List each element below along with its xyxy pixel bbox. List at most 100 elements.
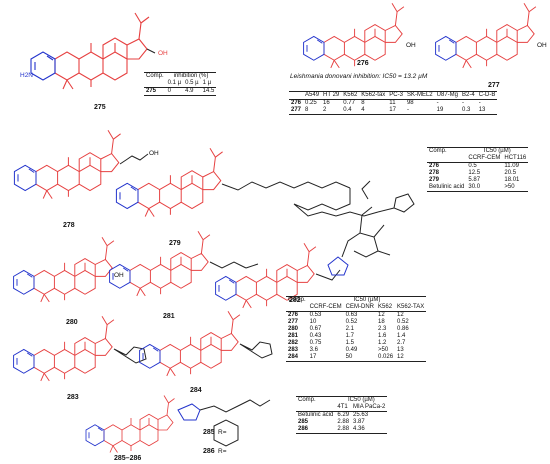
compound-278-structure [13,129,149,200]
table-header [289,91,304,100]
compound-281-structure [109,230,259,297]
table-cell: 285 [298,419,309,425]
table-cell: 2.7 [397,340,406,346]
table-cell: 8 [303,107,322,115]
table-cell: 10 [309,319,317,325]
table-header: Comp. [296,396,336,404]
table-cell: 284 [286,354,308,362]
table-subheader: CCRF-CEM [309,304,342,310]
table-cell: >50 [378,347,389,353]
table-header: K562-tax [359,91,388,100]
table-cell: 0.53 [307,311,344,319]
table-cell: 286 [296,426,336,434]
table-cell: 30.0 [466,184,503,192]
table-cell: 4 [359,107,388,115]
table-cell: 2.1 [345,326,355,332]
table-cell: 25.63 [351,411,388,419]
compound-283-structure [13,315,147,382]
table-cell: 11.09 [502,162,529,170]
atom-label-h2n: H2N [20,72,34,79]
table-header: SK-MEL2 [404,91,435,100]
triazole-cinnamyl-moiety [177,399,271,447]
table-subheader: HCT116 [504,155,527,161]
compound-label-277: 277 [488,82,500,89]
sugar-triazole-moiety [327,180,391,276]
table-cell: 3.87 [353,419,365,425]
table-header: IC50 (µM) [307,296,427,304]
table-subheader: 4T1 [337,404,348,410]
table-subheader: 0.1 µ [167,80,182,86]
table-cell: 4.36 [351,426,388,434]
compound-label-283: 283 [67,394,79,401]
table-cell: 5.87 [468,177,481,183]
table-cell: 1.4 [397,333,406,339]
table-cell: 1.7 [345,333,355,339]
table-cell: 13 [397,347,404,353]
table-cell: 14.5 [200,87,217,96]
table-header: IC50 (µM) [466,147,529,155]
table-header: Comp. [427,147,467,155]
table-cell: 16 [321,99,342,107]
table-cell: 276 [286,311,308,319]
table-header: C-D-B [476,91,498,100]
table-cell: 1.5 [345,340,355,346]
compound-label-286: 286 [203,448,215,455]
atom-label-oh: OH [537,42,547,49]
table-subheader: K562 [378,304,393,310]
table-cell: 276 [289,99,304,107]
table-subheader: 1 µ [202,80,212,86]
table-cell: 0.52 [397,319,409,325]
table-cell: 0.49 [345,347,358,353]
compound-label-279: 279 [169,240,181,247]
table-cell: - [460,99,477,107]
table-cell: 11 [387,99,405,107]
table-cell: 277 [288,319,299,325]
compound-282-structure [215,242,341,309]
table-cell: 2.88 [337,419,350,425]
table-header: PC-3 [387,91,405,100]
table-cell: 18.01 [504,177,520,183]
compound-284-structure [139,310,273,377]
table-cell: 0.5 [466,162,503,170]
table-cell: 0.3 [460,107,477,115]
table-cell: 12 [376,311,396,319]
table-cell: 17 [307,354,344,362]
table-cell: 0.25 [303,99,322,107]
table-cell: >50 [502,184,529,192]
table-subheader: 0.5 µ [185,80,199,86]
table-cell: 50 [343,354,377,362]
table-cell: 13 [476,107,498,115]
table-cell: - [476,99,498,107]
leishmania-note: Leishmania donovani inhibition: IC50 = 1… [290,73,428,80]
table-cell: 0.67 [309,326,322,332]
compound-279-structure [115,147,415,218]
table-cell: 3.6 [309,347,319,353]
table-cell: 283 [288,347,299,353]
table-cell: 0.77 [341,99,360,107]
table-cell: 0.43 [309,333,322,339]
r-label-285: R= [218,429,227,436]
table-cell: 19 [434,107,460,115]
table-cell: 278 [429,170,440,176]
table-cell: 0 [165,87,184,96]
table-cell: 281 [288,333,299,339]
table-cell: Betulinic acid [296,411,336,419]
table-cell: 276 [427,162,467,170]
table-header: IC50 (µM) [335,396,388,404]
table-cell: 279 [429,177,440,183]
compound-label-284: 284 [190,387,202,394]
table-cell: 6.29 [335,411,352,419]
table-cell: 282 [288,340,299,346]
table-cell: 1.2 [378,340,387,346]
table-cell: 2.3 [378,326,387,332]
table-cell: 0.63 [343,311,377,319]
table-header: Comp. [144,72,166,80]
compound-label-285: 285 [203,429,215,436]
table-cell: 4.9 [183,87,201,96]
table-header: inhibition (%) [165,72,217,80]
table-header: HT 29 [321,91,342,100]
